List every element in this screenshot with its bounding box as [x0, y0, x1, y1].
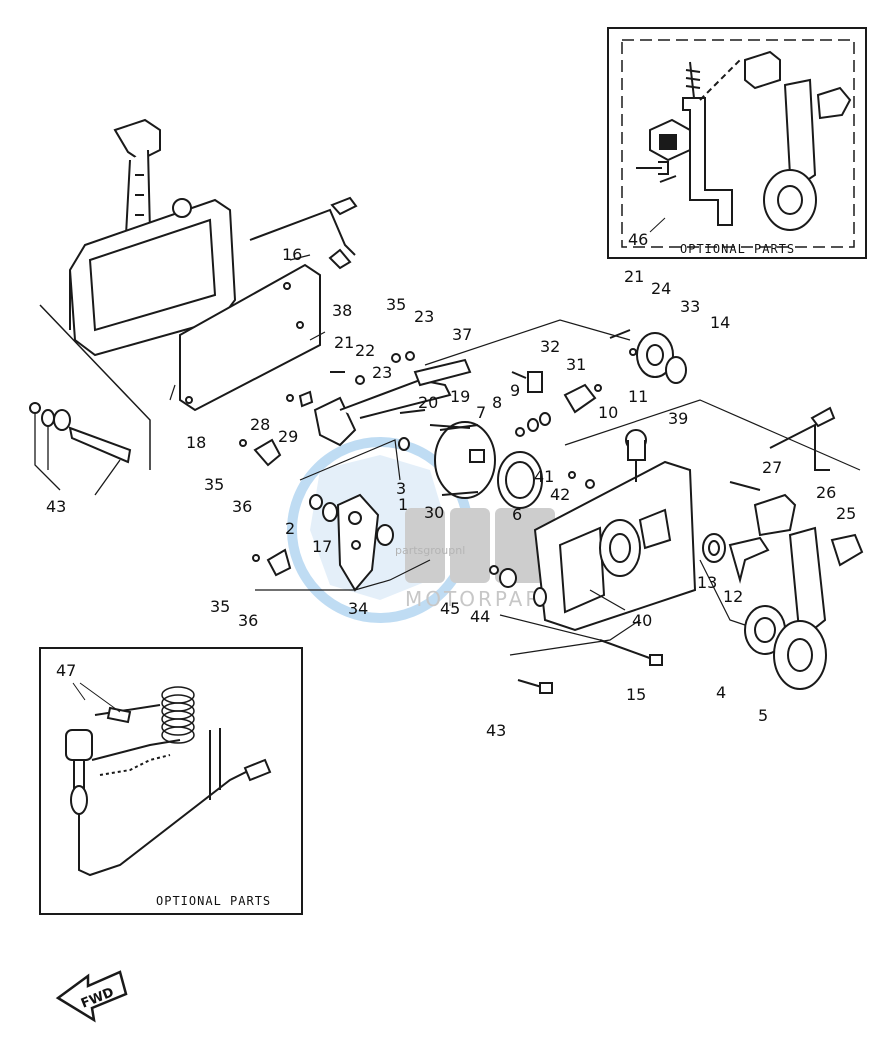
callout-33: 33 [680, 297, 700, 316]
optional-parts-top-label: OPTIONAL PARTS [680, 242, 795, 256]
optional-parts-box-top: 46 OPTIONAL PARTS [607, 27, 867, 259]
callout-38: 38 [332, 301, 352, 320]
callout-21-a: 21 [334, 333, 354, 352]
callout-6: 6 [512, 505, 522, 524]
callout-1: 1 [398, 495, 408, 514]
callout-37: 37 [452, 325, 472, 344]
callout-20: 20 [418, 393, 438, 412]
callout-39: 39 [668, 409, 688, 428]
callout-27: 27 [762, 458, 782, 477]
callout-43-left: 43 [46, 497, 66, 516]
callout-41: 41 [534, 467, 554, 486]
callout-29: 29 [278, 427, 298, 446]
callout-22: 22 [355, 341, 375, 360]
callout-35-c: 35 [210, 597, 230, 616]
callout-43-right: 43 [486, 721, 506, 740]
callout-16: 16 [282, 245, 302, 264]
callout-31: 31 [566, 355, 586, 374]
callout-17: 17 [312, 537, 332, 556]
right-lever [609, 329, 864, 690]
callout-14: 14 [710, 313, 730, 332]
callout-4: 4 [716, 683, 726, 702]
callout-10: 10 [598, 403, 618, 422]
callout-45: 45 [440, 599, 460, 618]
callout-35-a: 35 [386, 295, 406, 314]
callout-42: 42 [550, 485, 570, 504]
callout-5: 5 [758, 706, 768, 725]
callout-18: 18 [186, 433, 206, 452]
callout-9: 9 [510, 381, 520, 400]
main-body [489, 429, 697, 694]
callout-3: 3 [396, 479, 406, 498]
remote-control-housing [29, 118, 358, 496]
callout-35-b: 35 [204, 475, 224, 494]
callout-12: 12 [723, 587, 743, 606]
callout-15: 15 [626, 685, 646, 704]
callout-23-a: 23 [414, 307, 434, 326]
callout-25: 25 [836, 504, 856, 523]
optional-parts-box-bottom: 47 OPTIONAL PARTS [39, 647, 303, 915]
callout-30: 30 [424, 503, 444, 522]
callout-13: 13 [697, 573, 717, 592]
callout-23-b: 23 [372, 363, 392, 382]
callout-26: 26 [816, 483, 836, 502]
control-mechanism [239, 351, 602, 592]
optional-parts-bottom-label: OPTIONAL PARTS [156, 894, 271, 908]
callout-19: 19 [450, 387, 470, 406]
callouts: 16 18 43 38 35 23 21 22 23 37 28 29 20 1… [46, 245, 856, 740]
callout-7: 7 [476, 403, 486, 422]
callout-44: 44 [470, 607, 490, 626]
callout-8: 8 [492, 393, 502, 412]
callout-24: 24 [651, 279, 671, 298]
callout-46: 46 [628, 230, 648, 249]
callout-40: 40 [632, 611, 652, 630]
callout-36-a: 36 [232, 497, 252, 516]
callout-47: 47 [56, 661, 76, 680]
callout-21-b: 21 [624, 267, 644, 286]
callout-11: 11 [628, 387, 648, 406]
callout-32: 32 [540, 337, 560, 356]
callout-34: 34 [348, 599, 368, 618]
fwd-arrow-icon: FWD [55, 970, 128, 1023]
callout-36-b: 36 [238, 611, 258, 630]
callout-28: 28 [250, 415, 270, 434]
callout-2: 2 [285, 519, 295, 538]
watermark-small-text: partsgroupnl [395, 544, 465, 557]
leader-lines [169, 254, 861, 656]
